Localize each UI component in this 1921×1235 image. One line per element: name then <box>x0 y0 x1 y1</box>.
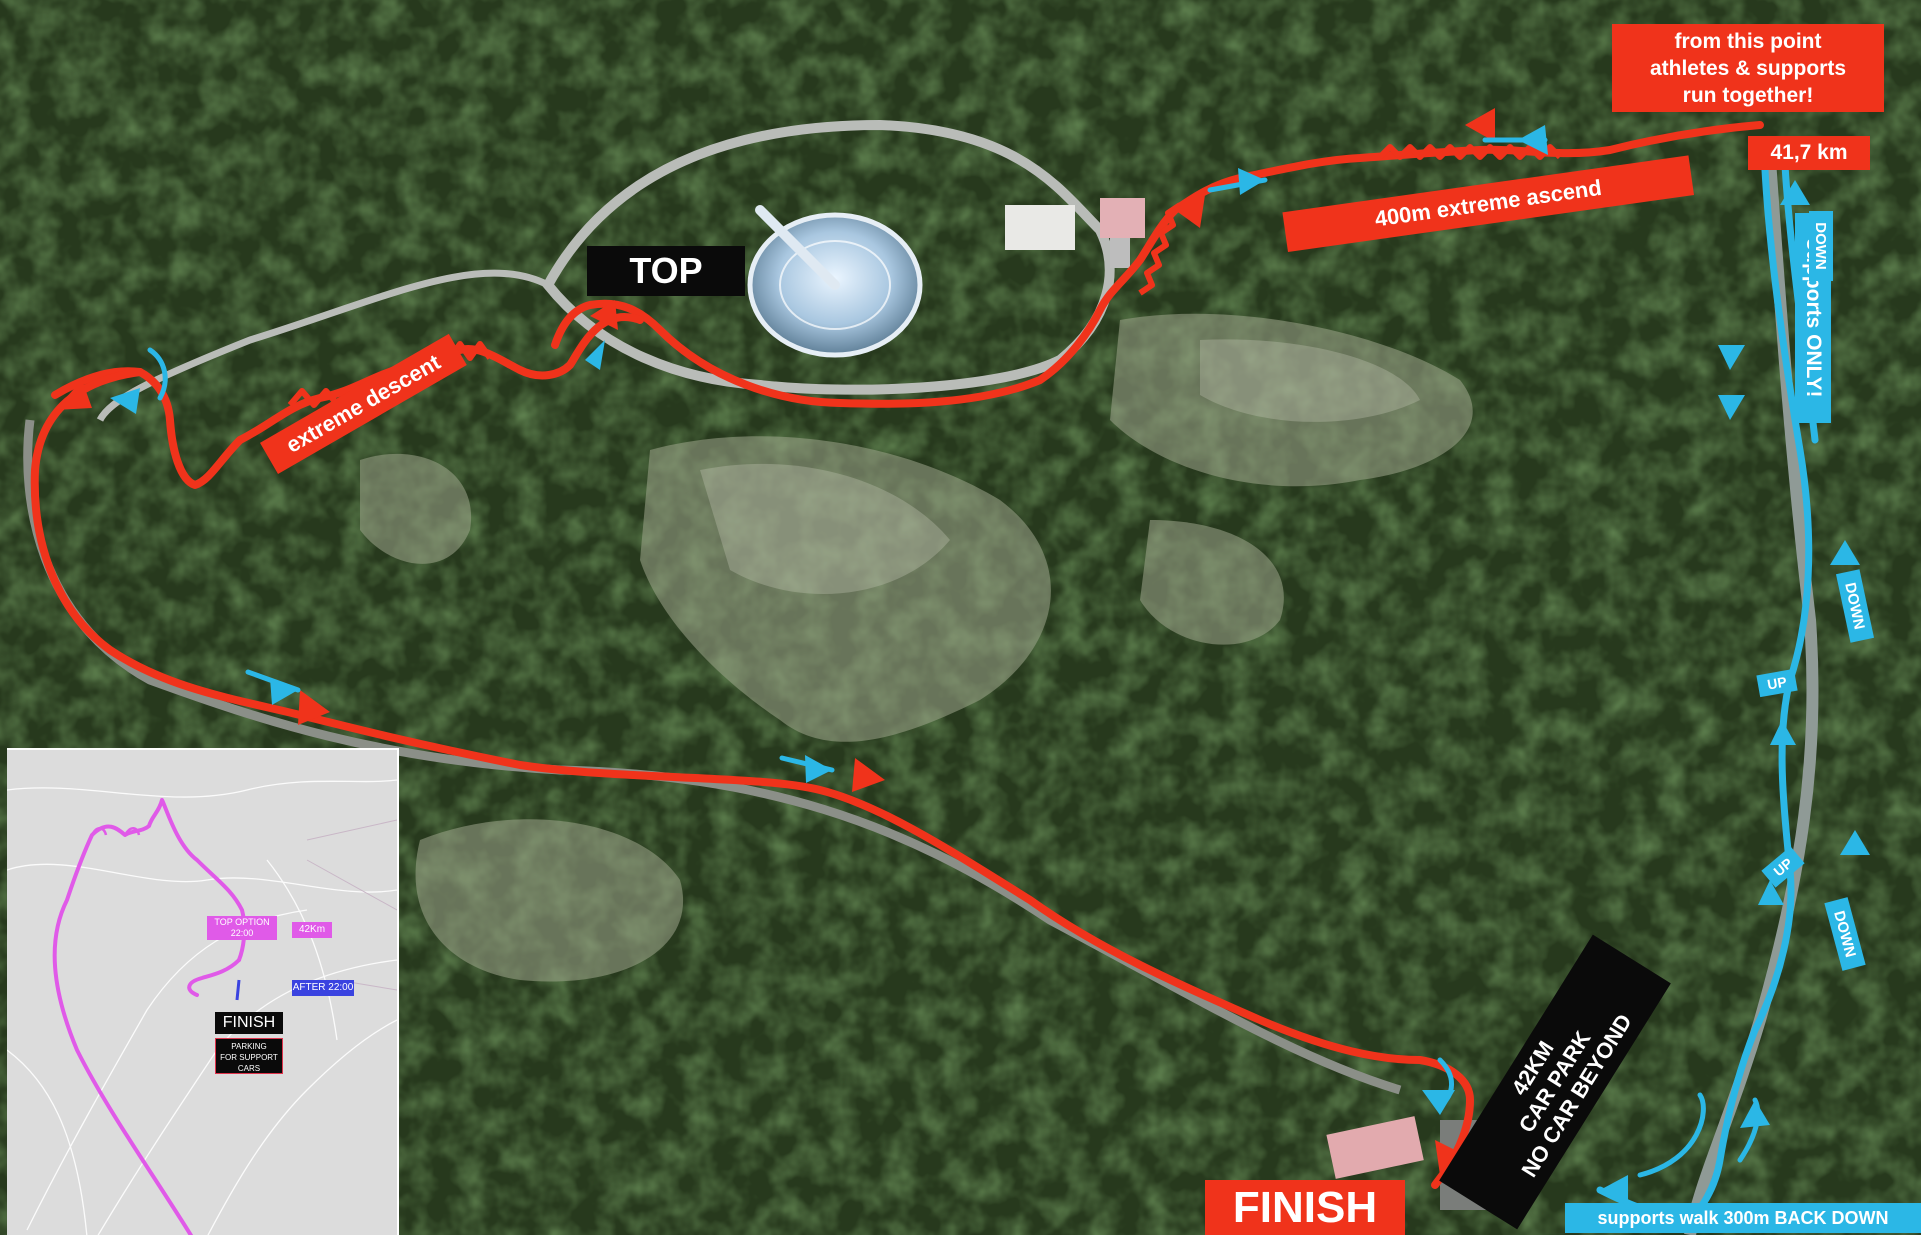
note-line-1: from this point <box>1674 29 1822 53</box>
km-marker: 41,7 km <box>1748 136 1870 170</box>
down-label-1: DOWN <box>1809 211 1833 281</box>
inset-top-option-line-1: TOP OPTION <box>214 917 270 927</box>
supports-walk-label: supports walk 300m BACK DOWN <box>1565 1203 1921 1233</box>
summit-building <box>1005 205 1075 250</box>
inset-42km: 42Km <box>292 922 332 938</box>
top-label: TOP <box>587 246 745 296</box>
inset-after: AFTER 22:00 <box>292 980 354 996</box>
finish-label: FINISH <box>1205 1180 1405 1235</box>
rock-field <box>360 313 1473 982</box>
inset-parking-line-1: PARKING <box>231 1042 267 1051</box>
inset-parking: PARKING FOR SUPPORT CARS <box>215 1038 283 1074</box>
note-run-together: from this point athletes & supports run … <box>1612 24 1884 112</box>
inset-parking-line-2: FOR SUPPORT <box>220 1053 278 1062</box>
inset-parking-line-3: CARS <box>237 1064 261 1073</box>
inset-map: TOP OPTION 22:00 42Km AFTER 22:00 FINISH… <box>7 748 399 1235</box>
inset-top-option-line-2: 22:00 <box>230 928 254 938</box>
note-line-3: run together! <box>1682 83 1814 107</box>
inset-finish: FINISH <box>215 1012 283 1034</box>
note-line-2: athletes & supports <box>1649 56 1847 80</box>
inset-top-option: TOP OPTION 22:00 <box>207 916 277 940</box>
finish-building <box>1326 1116 1424 1179</box>
